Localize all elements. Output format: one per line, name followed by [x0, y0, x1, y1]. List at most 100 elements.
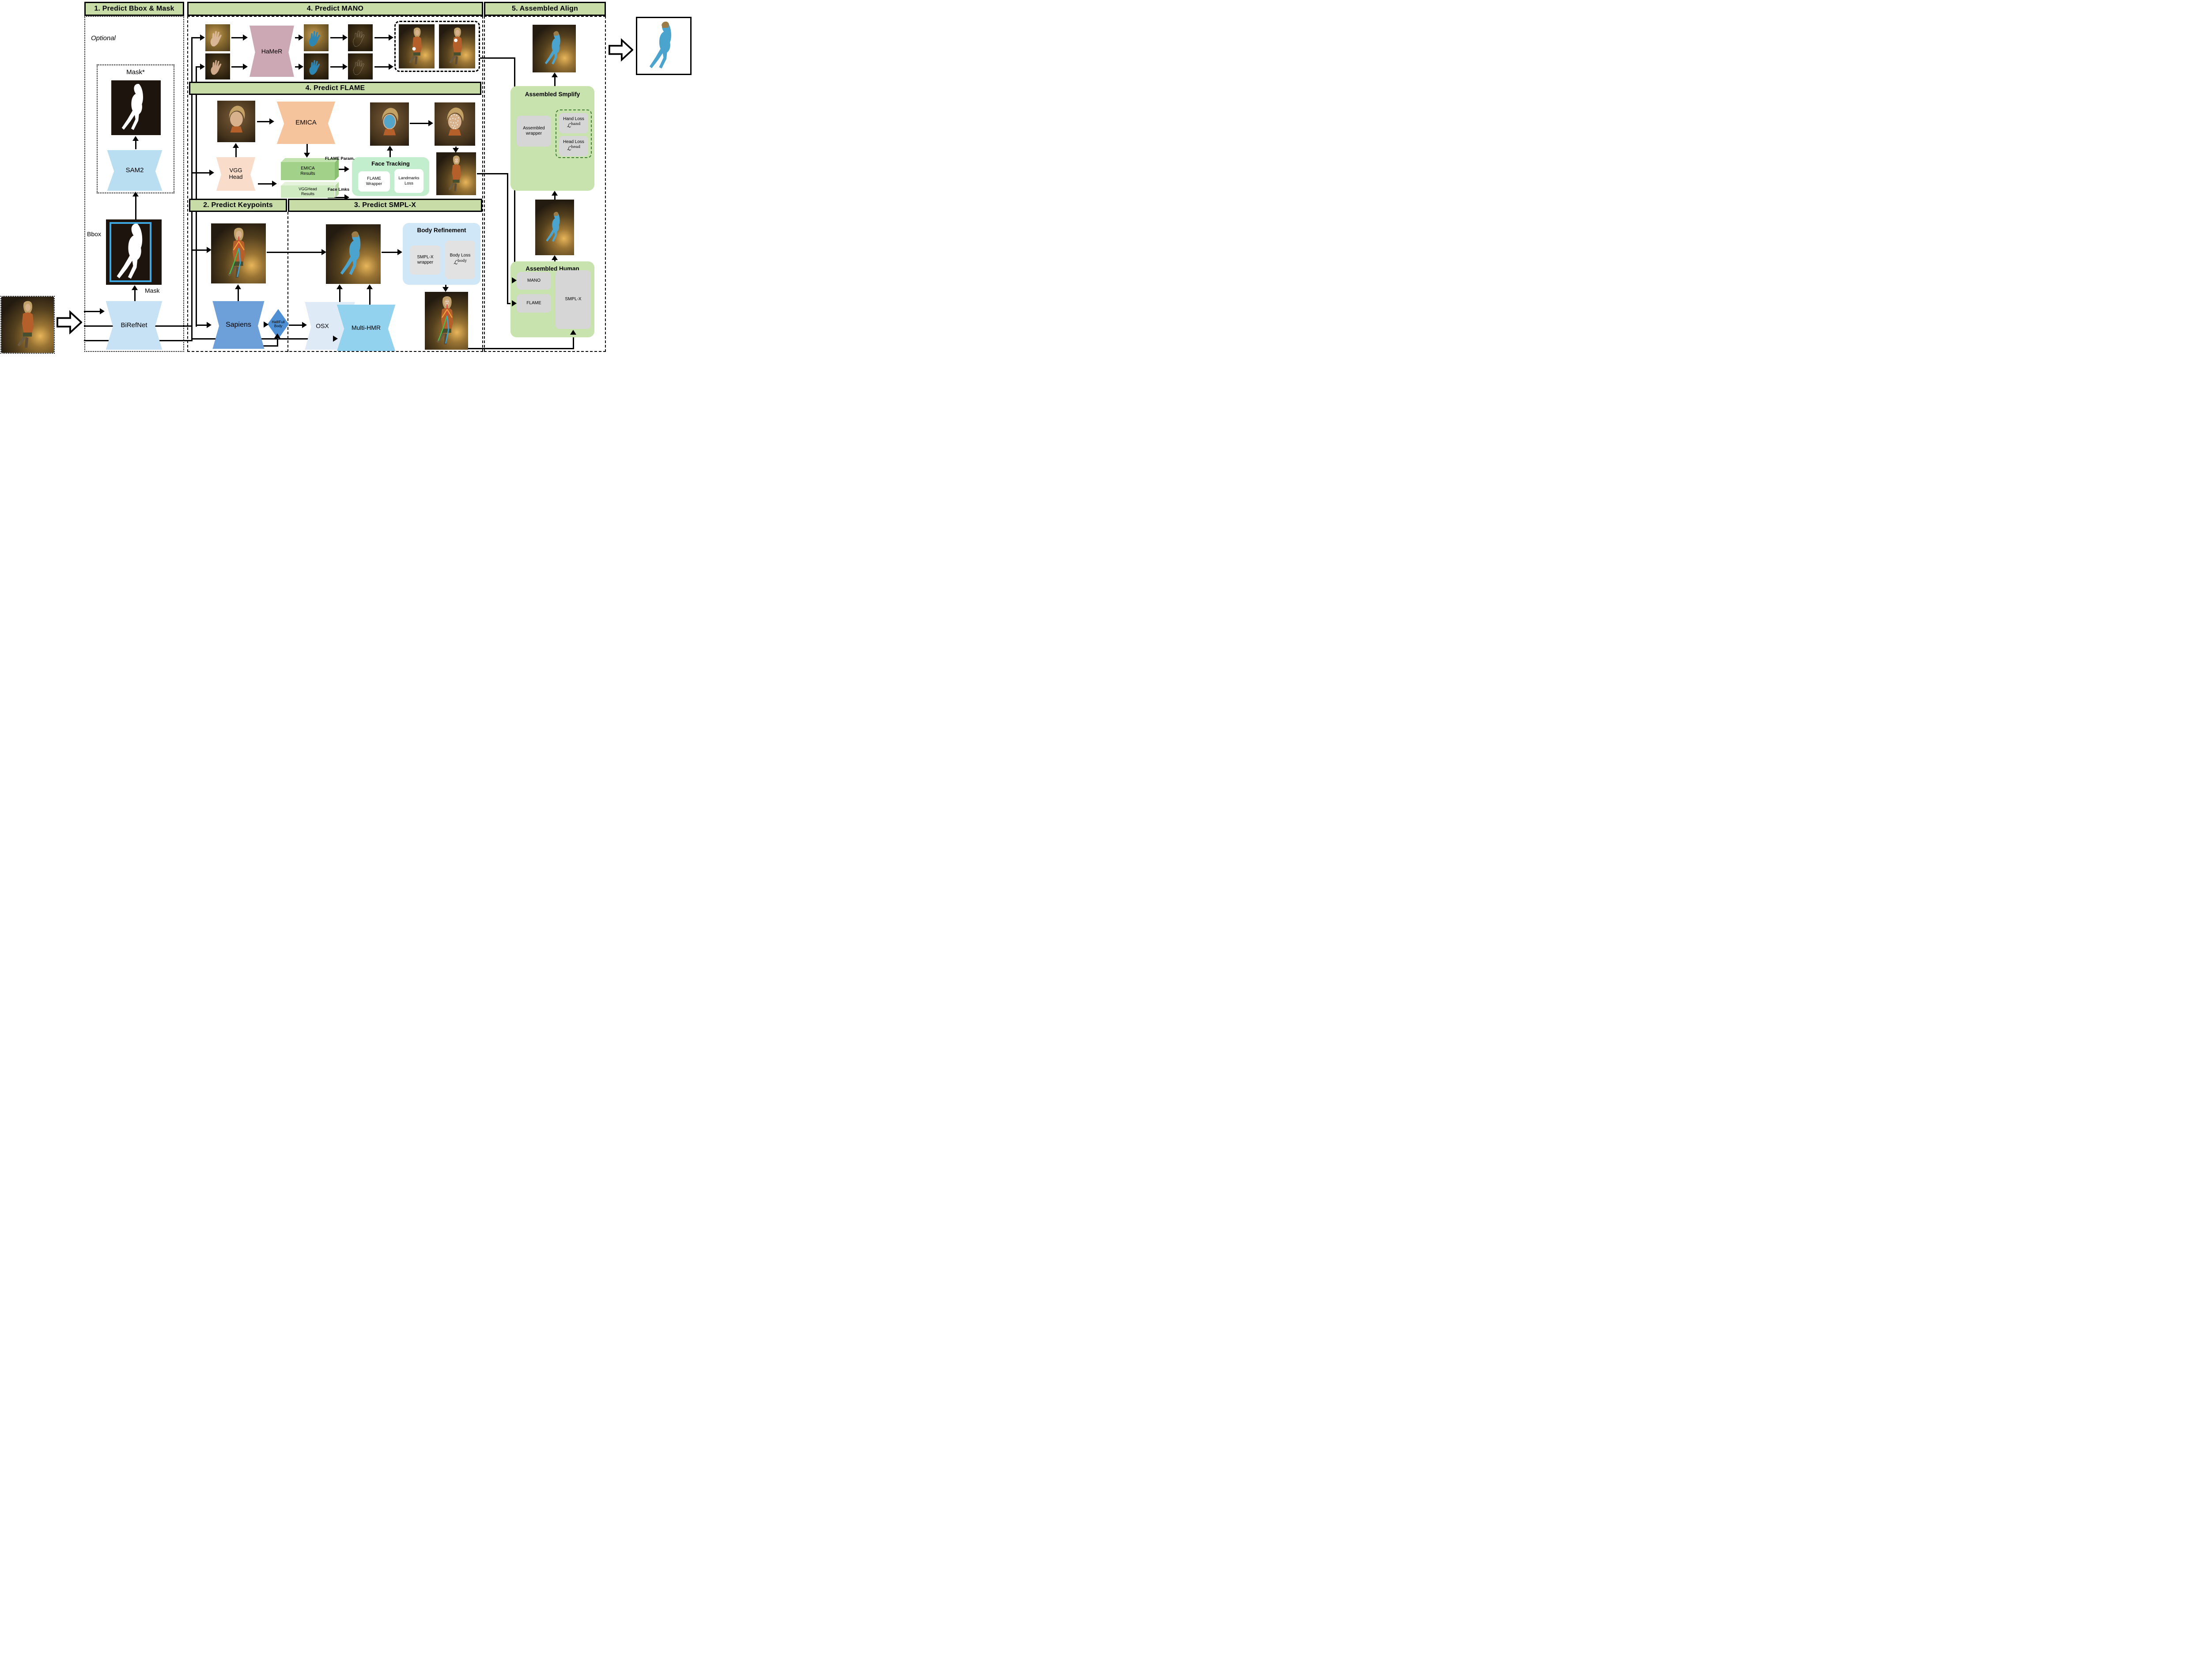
arrowhead	[343, 64, 348, 70]
assembled-wrapper-box: Assembled wrapper	[517, 116, 551, 147]
arrowhead	[207, 322, 212, 328]
arrowhead	[207, 247, 212, 253]
assembled-align-photo	[533, 25, 576, 72]
input-photo	[0, 296, 55, 354]
bbox-label: Bbox	[87, 230, 101, 238]
arrowhead	[233, 143, 239, 148]
body-loss-box: Body Loss ℒbody	[445, 241, 475, 279]
arrowhead	[299, 34, 303, 41]
arrowhead	[512, 277, 517, 283]
arrowhead	[235, 284, 241, 289]
final-output-image	[636, 17, 692, 75]
hand-mesh-photo-1	[304, 24, 329, 51]
emica-results-label: EMICA Results	[281, 162, 335, 180]
arrowhead	[453, 148, 459, 153]
keypoints-photo	[211, 223, 266, 283]
line	[330, 37, 344, 38]
arrowhead	[344, 166, 349, 172]
arrowhead	[512, 300, 517, 306]
arrowhead	[272, 181, 277, 187]
section2-3-divider	[287, 212, 288, 352]
line	[468, 348, 574, 349]
arrowhead	[321, 249, 326, 255]
line	[295, 66, 299, 68]
output-flow-arrow-icon	[609, 38, 634, 62]
arrowhead	[209, 170, 214, 176]
arrowhead	[336, 284, 343, 289]
bus-line	[196, 66, 197, 327]
pipeline-figure: 1. Predict Bbox & Mask 4. Predict MANO 5…	[0, 0, 692, 354]
arrowhead	[299, 64, 303, 70]
header-predict-mano: 4. Predict MANO	[187, 2, 483, 16]
section5-boundary	[484, 16, 606, 352]
line	[374, 37, 389, 38]
mano-result-group-box	[394, 21, 480, 72]
face-crop-photo	[217, 101, 255, 142]
hand-loss-label: Hand Loss	[563, 116, 584, 121]
face-tracking-title: Face Tracking	[371, 160, 410, 167]
birefnet-node: BiRefNet	[106, 301, 163, 350]
body-loss-label: Body Loss	[450, 253, 471, 258]
assembled-human-box: Assembled Human MANO FLAME SMPL-X	[510, 261, 594, 337]
body-loss-formula: ℒbody	[453, 258, 467, 266]
arrowhead	[302, 322, 307, 328]
line	[328, 197, 345, 198]
arrowhead	[269, 118, 274, 125]
line	[84, 311, 102, 312]
hand-crop-photo-2	[205, 53, 230, 79]
assembled-smplify-title: Assembled Smplify	[525, 91, 580, 98]
line	[477, 173, 507, 174]
arrowhead	[304, 153, 310, 158]
mask-star-label: Mask*	[126, 68, 145, 76]
line	[480, 57, 515, 59]
body-refinement-title: Body Refinement	[417, 227, 466, 234]
header-predict-mano-label: 4. Predict MANO	[306, 5, 364, 12]
arrowhead	[243, 34, 248, 41]
sam2-node: SAM2	[107, 150, 163, 191]
flame-wrapper-box: FLAME Wrapper	[358, 171, 390, 192]
hand-pointcloud-photo-1	[348, 24, 373, 51]
middle-sections-boundary	[187, 16, 483, 352]
vgg-head-label: VGG Head	[229, 167, 243, 180]
hamer-node: HaMeR	[250, 26, 294, 77]
line	[191, 249, 208, 251]
assembled-human-photo	[535, 200, 574, 255]
line	[135, 196, 136, 219]
arrowhead	[552, 255, 558, 260]
hand-mesh-photo-2	[304, 53, 329, 79]
arrowhead	[367, 284, 373, 289]
half-full-body-label: Half/Full Body	[272, 320, 285, 328]
line	[306, 144, 308, 153]
section1-boundary	[84, 16, 184, 352]
line	[369, 289, 371, 306]
landmarks-loss-box: Landmarks Loss	[394, 169, 423, 193]
sapiens-label: Sapiens	[226, 321, 251, 328]
line	[573, 335, 574, 349]
optional-label: Optional	[91, 34, 116, 42]
sam2-label: SAM2	[125, 166, 144, 174]
line	[196, 325, 208, 326]
arrowhead	[132, 192, 139, 196]
line	[191, 37, 201, 38]
multi-hmr-node: Multi-HMR	[336, 305, 396, 351]
hand-loss-box: Hand Loss ℒhand	[559, 113, 588, 133]
arrowhead	[200, 34, 205, 41]
emica-node: EMICA	[276, 102, 336, 144]
arrowhead	[264, 321, 268, 328]
header-predict-flame-label: 4. Predict FLAME	[305, 84, 365, 92]
arrowhead	[389, 34, 393, 41]
head-loss-formula: ℒhead	[567, 145, 581, 152]
line	[231, 37, 244, 38]
line	[277, 337, 278, 347]
header-predict-flame: 4. Predict FLAME	[189, 82, 481, 95]
input-flow-arrow-icon	[57, 309, 83, 336]
line	[235, 148, 237, 157]
header-predict-bbox-mask: 1. Predict Bbox & Mask	[84, 2, 184, 16]
emica-results-box: EMICA Results	[281, 158, 339, 181]
mask-star-image	[111, 80, 161, 135]
line	[267, 252, 322, 253]
line	[289, 325, 303, 326]
line	[455, 147, 457, 148]
line	[134, 290, 136, 301]
line	[191, 338, 334, 340]
